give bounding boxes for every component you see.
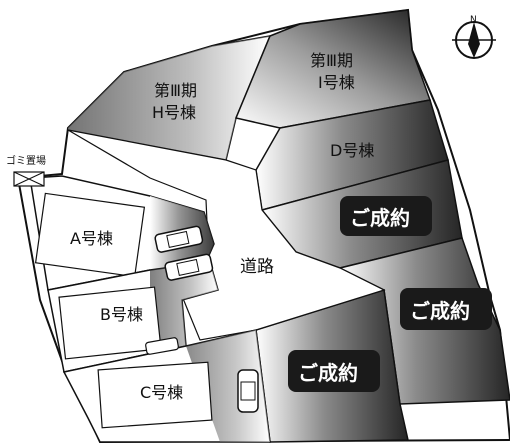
phase3-i-label-line2: I号棟 <box>318 73 355 92</box>
sold-badge-1: ご成約 <box>340 196 432 236</box>
sold-badge-2: ご成約 <box>400 288 492 330</box>
lot-c-label: C号棟 <box>140 383 183 402</box>
road-label: 道路 <box>240 257 274 277</box>
sold-badge-3: ご成約 <box>288 350 380 392</box>
building-c <box>97 361 213 429</box>
building-b <box>58 286 162 360</box>
phase3-h-label-line2: H号棟 <box>152 103 196 122</box>
car-c <box>237 369 259 413</box>
compass-icon <box>452 21 496 59</box>
lot-b-label: B号棟 <box>100 305 143 324</box>
car-a2 <box>164 253 214 281</box>
bicycle-b <box>145 337 179 355</box>
road-area <box>67 129 386 341</box>
sold-badge-2-label: ご成約 <box>410 299 470 323</box>
building-a <box>34 192 146 278</box>
lot-phase3-i <box>234 9 432 129</box>
lot-a-label: A号棟 <box>70 229 113 248</box>
phase3-i-label-line1: 第Ⅲ期 <box>310 51 353 70</box>
compass-north-letter: N <box>470 15 477 25</box>
sold-badge-1-label: ご成約 <box>350 206 410 230</box>
lot-d-label: D号棟 <box>330 141 374 160</box>
garbage-area <box>13 171 45 187</box>
sold-badge-3-label: ご成約 <box>298 361 358 385</box>
car-a <box>154 225 204 253</box>
phase3-h-label-line1: 第Ⅲ期 <box>154 81 197 100</box>
garbage-area-label: ゴミ置場 <box>6 154 46 167</box>
